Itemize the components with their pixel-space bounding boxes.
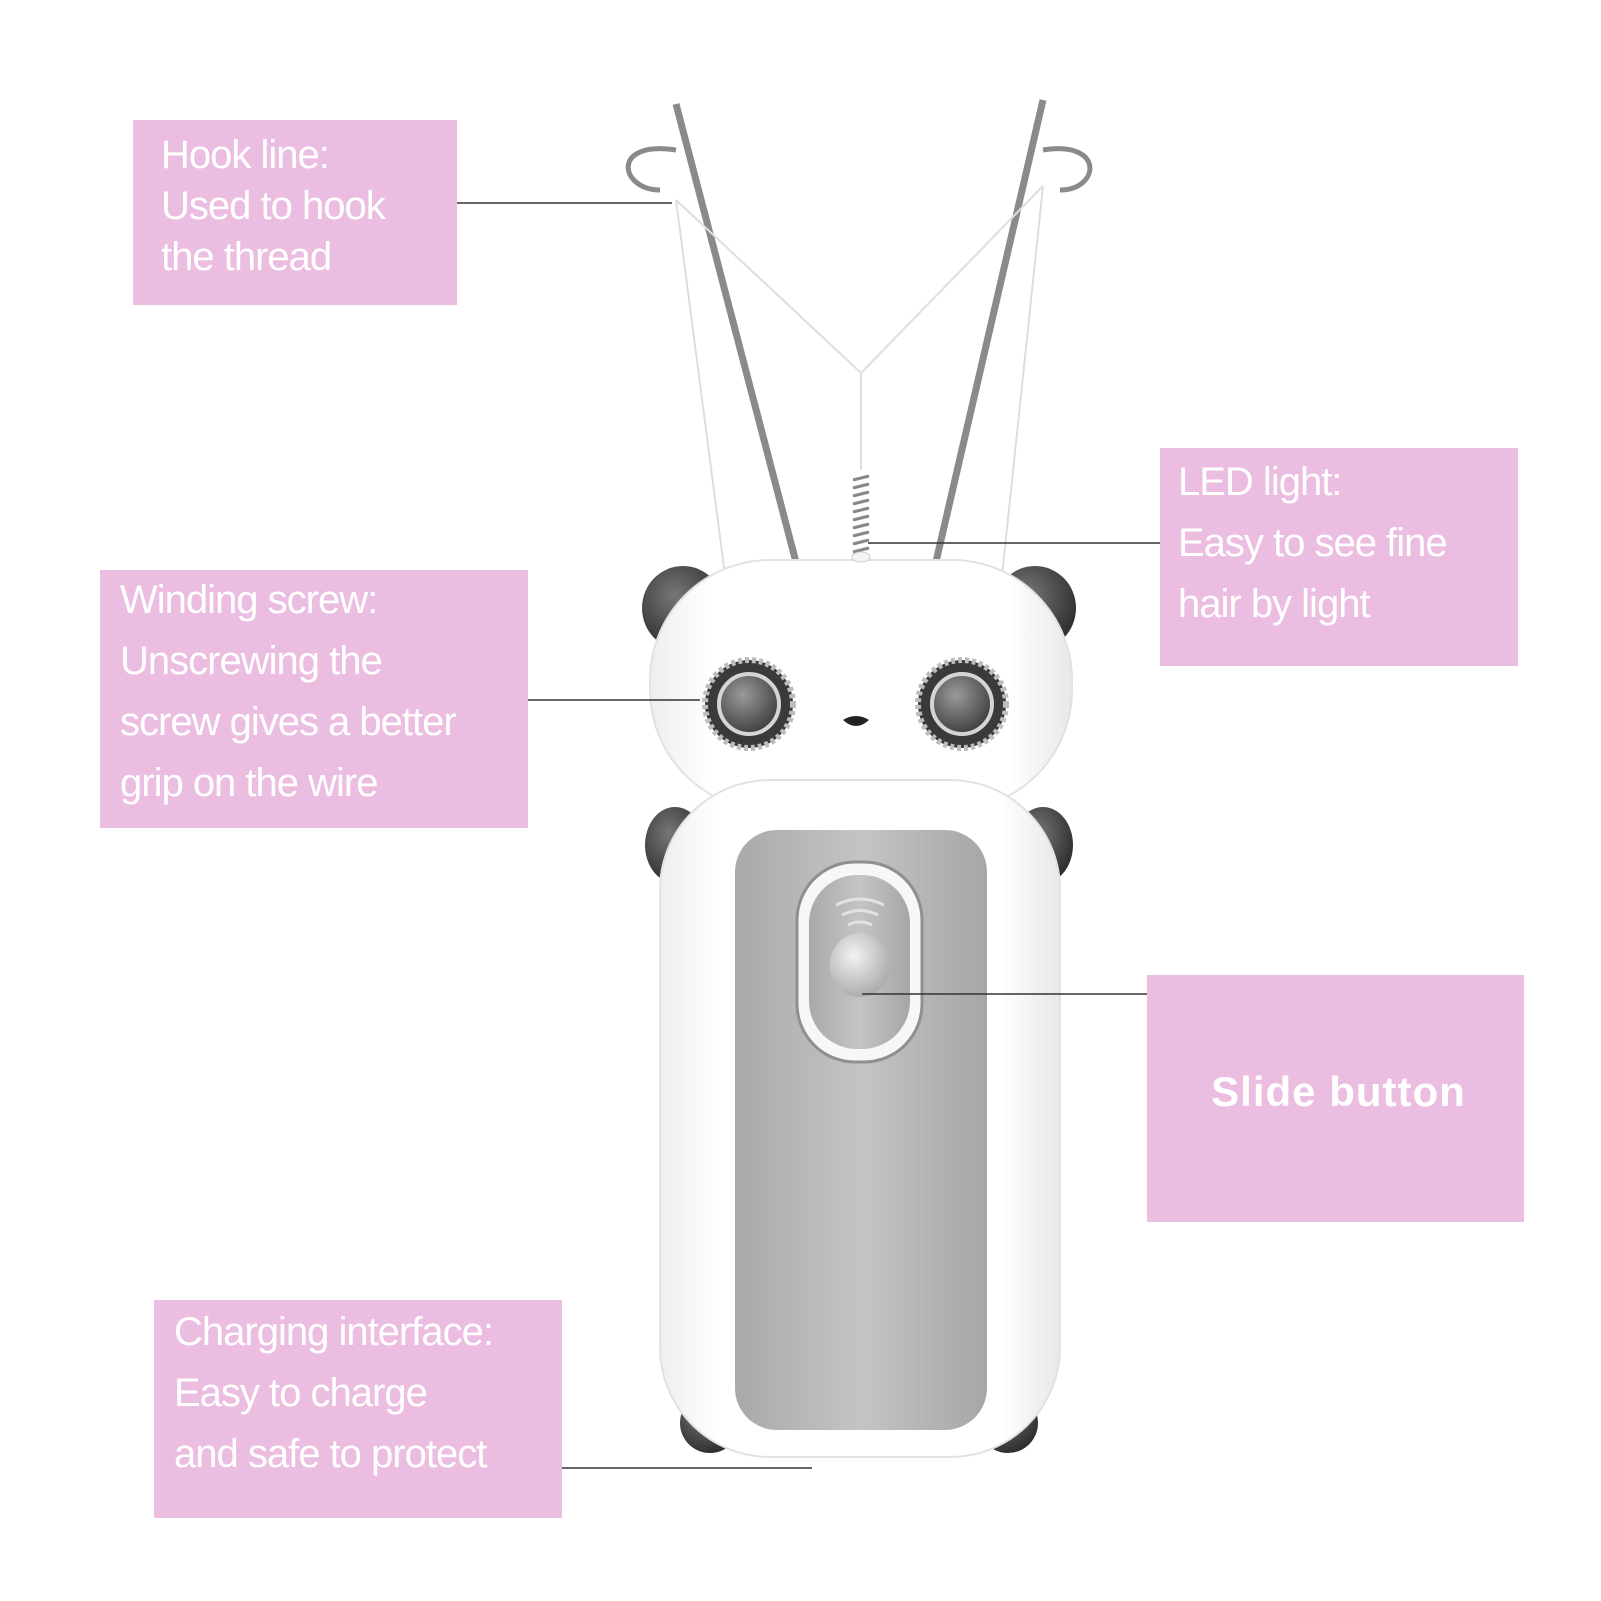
spring — [852, 474, 870, 554]
led-light-desc-2: hair by light — [1178, 582, 1371, 626]
winding-screw-right — [915, 657, 1009, 751]
slide-button-title: Slide button — [1211, 1068, 1466, 1115]
hook-wires — [625, 99, 1093, 567]
panda-nose — [843, 716, 869, 726]
charging-interface-callout: Charging interface: Easy to charge and s… — [154, 1300, 562, 1518]
charging-interface-title: Charging interface: — [174, 1310, 494, 1354]
hook-line-desc-1: Used to hook — [161, 184, 386, 228]
hook-line-callout: Hook line: Used to hook the thread — [133, 120, 457, 305]
winding-screw-left — [702, 657, 796, 751]
led-light — [851, 551, 871, 563]
led-light-desc-1: Easy to see fine — [1178, 521, 1448, 565]
charging-interface-desc-1: Easy to charge — [174, 1371, 428, 1415]
hook-line-title: Hook line: — [161, 133, 330, 177]
led-light-title: LED light: — [1178, 460, 1342, 504]
winding-screw-desc-2: screw gives a better — [120, 700, 457, 744]
leader-lines — [457, 202, 1160, 1469]
hook-line-desc-2: the thread — [161, 235, 332, 279]
slide-button-callout: Slide button — [1147, 975, 1524, 1222]
led-light-callout: LED light: Easy to see fine hair by ligh… — [1160, 448, 1518, 666]
winding-screw-title: Winding screw: — [120, 578, 378, 622]
winding-screw-desc-3: grip on the wire — [120, 761, 378, 805]
winding-screw-callout: Winding screw: Unscrewing the screw give… — [100, 570, 528, 828]
winding-screw-desc-1: Unscrewing the — [120, 639, 383, 683]
charging-interface-desc-2: and safe to protect — [174, 1432, 487, 1476]
slide-button — [795, 860, 924, 1064]
